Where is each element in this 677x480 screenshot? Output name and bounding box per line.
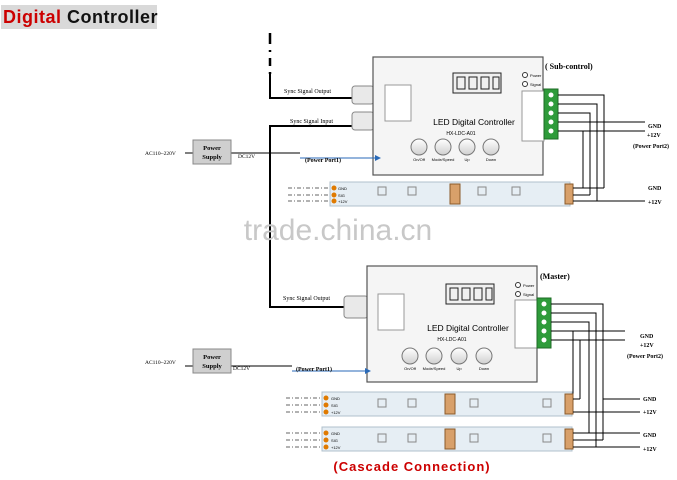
led-strip-master-1 — [286, 391, 640, 417]
port-label-block-top — [384, 84, 412, 122]
controller-name-top: LED Digital Controller — [433, 117, 515, 127]
terminal-screws-top — [548, 92, 554, 134]
strip-m1-sig: SIG — [331, 403, 338, 408]
sync-output-label-master: Sync Signal Output — [283, 296, 330, 302]
power-port1-label-master: (Power Port1) — [296, 366, 332, 373]
v12-label-top-2: +12V — [648, 200, 662, 206]
power-led-top — [522, 72, 528, 78]
btn-up-label-top: Up — [464, 157, 470, 162]
title-digital: Digital — [3, 7, 62, 27]
power-supply-master — [192, 348, 232, 374]
psu-line2-top: Supply — [202, 154, 222, 161]
connector-top-2 — [351, 111, 375, 131]
v12-label-master-3: +12V — [643, 447, 657, 453]
strip-m1-v: +12V — [331, 410, 341, 415]
gnd-label-master-1: GND — [640, 334, 654, 340]
ac-label-top: AC110~220V — [145, 151, 176, 157]
power-led-label-top: Power — [530, 73, 542, 78]
led-strip-master-2 — [286, 426, 640, 452]
strip-m2-sig: SIG — [331, 438, 338, 443]
sync-input-label-top: Sync Signal Input — [290, 119, 333, 125]
btn-mode-label-top: Mode/Speed — [432, 157, 455, 162]
v12-label-top-1: +12V — [647, 133, 661, 139]
btn-up-label-master: Up — [456, 366, 462, 371]
connector-master — [343, 295, 369, 319]
sub-control-label: ( Sub-control) — [545, 62, 593, 71]
buttons-master — [401, 347, 493, 365]
output-wires-top — [558, 94, 645, 201]
btn-mode-label-master: Mode/Speed — [423, 366, 446, 371]
btn-onoff-label-master: On/Off — [404, 366, 417, 371]
led-digits-master — [449, 287, 493, 301]
power-port2-label-top: (Power Port2) — [633, 143, 669, 150]
terminal-label-block-top — [521, 90, 545, 142]
sync-input-wire-top — [269, 125, 365, 262]
gnd-label-top-2: GND — [648, 186, 662, 192]
btn-onoff-label-top: On/Off — [413, 157, 426, 162]
port-label-block-master — [377, 293, 405, 331]
watermark: trade.china.cn — [244, 214, 432, 247]
btn-down-label-master: Down — [479, 366, 489, 371]
sync-link-wire — [269, 262, 352, 308]
power-led-label-master: Power — [523, 283, 535, 288]
buttons-top — [410, 138, 500, 156]
controller-name-master: LED Digital Controller — [427, 323, 509, 333]
psu-line1-master: Power — [203, 354, 221, 361]
output-wires-master — [551, 303, 625, 447]
terminal-label-block-master — [514, 299, 538, 349]
btn-down-label-top: Down — [486, 157, 496, 162]
terminal-screws-master — [541, 301, 547, 343]
signal-led-top — [522, 81, 528, 87]
strip-top-sig: SIG — [338, 193, 345, 198]
signal-led-label-top: Signal — [530, 82, 541, 87]
led-digits-top — [456, 76, 500, 90]
controller-model-top: HX-LDC-A01 — [446, 131, 475, 137]
cascade-connection-label: (Cascade Connection) — [333, 459, 490, 474]
signal-led-label-master: Signal — [523, 292, 534, 297]
controller-model-master: HX-LDC-A01 — [437, 337, 466, 343]
power-port2-label-master: (Power Port2) — [627, 353, 663, 360]
gnd-label-top-1: GND — [648, 124, 662, 130]
gnd-label-master-3: GND — [643, 433, 657, 439]
page-title: Digital Controller — [1, 5, 159, 29]
dc-label-top: DC12V — [238, 154, 255, 160]
led-strip-top — [288, 181, 645, 207]
v12-label-master-1: +12V — [640, 343, 654, 349]
strip-top-v: +12V — [338, 199, 348, 204]
strip-m1-gnd: GND — [331, 396, 340, 401]
title-controller: Controller — [67, 7, 159, 27]
sync-output-wire-top — [269, 74, 365, 99]
power-supply-top — [192, 139, 232, 165]
sync-output-label-top: Sync Signal Output — [284, 89, 331, 95]
strip-m2-gnd: GND — [331, 431, 340, 436]
gnd-label-master-2: GND — [643, 397, 657, 403]
power-port1-label-top: (Power Port1) — [305, 157, 341, 164]
strip-m2-v: +12V — [331, 445, 341, 450]
power-led-master — [515, 282, 521, 288]
ac-label-master: AC110~220V — [145, 360, 176, 366]
psu-line1-top: Power — [203, 145, 221, 152]
dc-label-master: DC12V — [233, 366, 250, 372]
psu-line2-master: Supply — [202, 363, 222, 370]
strip-top-gnd: GND — [338, 186, 347, 191]
signal-led-master — [515, 291, 521, 297]
connector-top-1 — [351, 85, 375, 105]
v12-label-master-2: +12V — [643, 410, 657, 416]
master-label: (Master) — [540, 272, 570, 281]
